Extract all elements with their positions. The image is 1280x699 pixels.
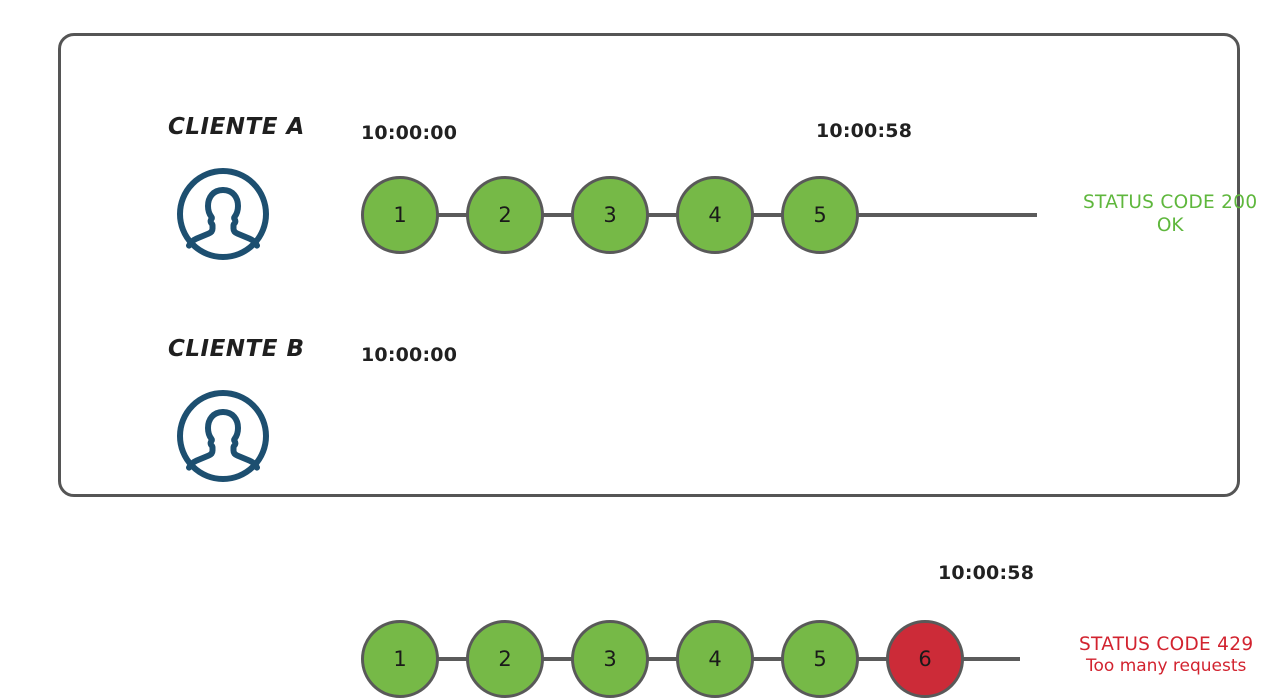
chain-link [437, 213, 468, 217]
status-message-text: Too many requests [1086, 656, 1247, 677]
row-b-end-time: 10:00:58 [938, 562, 1035, 584]
row-b-start-time: 10:00:00 [361, 344, 458, 366]
request-node[interactable]: 4 [676, 176, 754, 254]
request-node-blocked[interactable]: 6 [886, 620, 964, 698]
request-node[interactable]: 1 [361, 620, 439, 698]
status-code-text: STATUS CODE 429 [1079, 634, 1254, 655]
status-message-text: OK [1156, 215, 1184, 237]
chain-link [647, 657, 678, 661]
user-avatar-icon [175, 388, 271, 484]
chain-link [437, 657, 468, 661]
diagram-canvas: CLIENTE A 10:00:00 10:00:58 1 2 3 4 [58, 33, 1257, 698]
row-b-status-badge: STATUS CODE 429 Too many requests [1079, 633, 1253, 677]
request-node[interactable]: 4 [676, 620, 754, 698]
request-node[interactable]: 3 [571, 620, 649, 698]
request-node[interactable]: 1 [361, 176, 439, 254]
row-a-start-time: 10:00:00 [361, 122, 458, 144]
row-b-request-chain: 1 2 3 4 5 6 [361, 619, 1020, 699]
client-b-label: CLIENTE B [168, 336, 305, 362]
chain-link [857, 657, 888, 661]
chain-tail-link [857, 213, 1037, 217]
row-a-status-badge: STATUS CODE 200 OK [1083, 191, 1257, 237]
chain-link [542, 213, 573, 217]
chain-link [752, 213, 783, 217]
chain-link [542, 657, 573, 661]
status-code-text: STATUS CODE 200 [1083, 192, 1258, 213]
user-avatar-icon [175, 166, 271, 262]
row-a-request-chain: 1 2 3 4 5 [361, 175, 1037, 255]
chain-link [647, 213, 678, 217]
row-a-end-time: 10:00:58 [816, 120, 913, 142]
request-node[interactable]: 5 [781, 620, 859, 698]
chain-tail-link [962, 657, 1020, 661]
request-node[interactable]: 5 [781, 176, 859, 254]
chain-link [752, 657, 783, 661]
client-a-label: CLIENTE A [168, 114, 305, 140]
request-node[interactable]: 3 [571, 176, 649, 254]
request-node[interactable]: 2 [466, 176, 544, 254]
diagram-frame: CLIENTE A 10:00:00 10:00:58 1 2 3 4 [58, 33, 1257, 698]
request-node[interactable]: 2 [466, 620, 544, 698]
